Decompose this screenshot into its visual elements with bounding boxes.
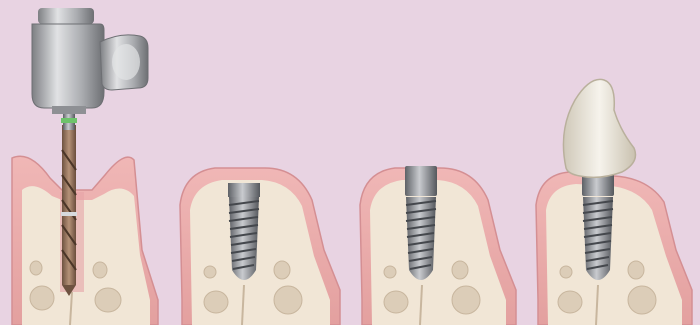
handpiece-icon (32, 8, 148, 114)
bone-cavity (30, 261, 42, 275)
bone-cavity (274, 286, 302, 314)
implant-screw (582, 170, 614, 280)
bone-cavity (274, 261, 290, 279)
bone-cavity (204, 291, 228, 313)
bone-cavity (560, 266, 572, 278)
drill-bit (61, 125, 77, 296)
bone-cavity (204, 266, 216, 278)
panel-drilling (12, 8, 158, 325)
bone-cavity (628, 286, 656, 314)
panel-implant-placed (180, 168, 340, 325)
panel-crown (536, 79, 692, 325)
bone-cavity (95, 288, 121, 312)
bone-cavity (628, 261, 644, 279)
bone-cavity (452, 261, 468, 279)
green-depth-marker (61, 118, 77, 123)
bone-cavity (384, 291, 408, 313)
bone-cavity (93, 262, 107, 278)
bone-cavity (558, 291, 582, 313)
implant-screw (228, 183, 260, 280)
tooth-crown (563, 79, 635, 177)
panel-healing-collar (360, 166, 516, 325)
bone-cavity (452, 286, 480, 314)
bone-cavity (30, 286, 54, 310)
bone-cavity (384, 266, 396, 278)
implant-screw (405, 166, 437, 280)
